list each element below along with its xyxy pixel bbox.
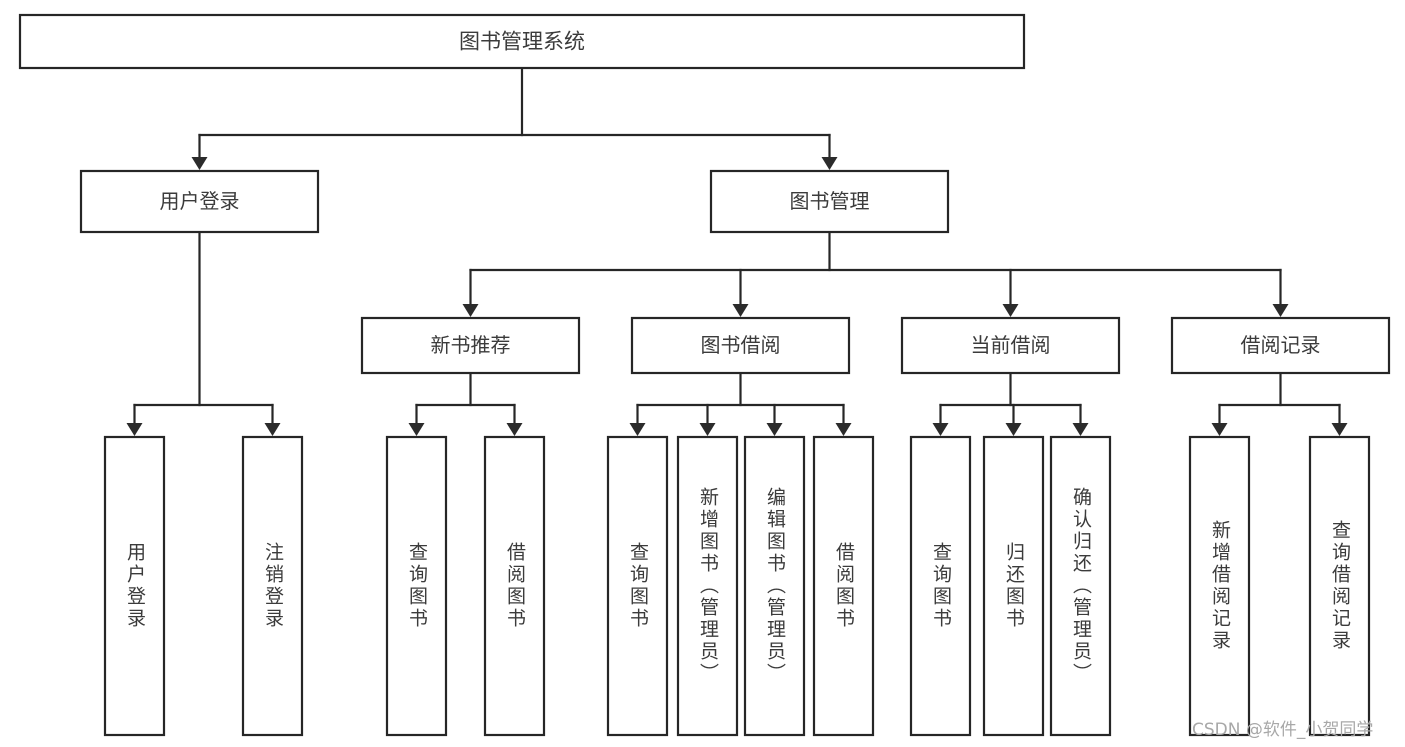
node-leaf-confirm-return-rect[interactable]	[1049, 435, 1112, 737]
node-book-manage-rect[interactable]	[709, 169, 950, 234]
csdn-watermark: CSDN @软件_小贺同学	[1192, 720, 1374, 740]
node-user-login-label: 用户登录	[160, 189, 240, 213]
node-leaf-return-book[interactable]	[982, 435, 1045, 737]
node-leaf-add-book-rect[interactable]	[676, 435, 739, 737]
node-boxes-layer	[18, 13, 1391, 737]
node-leaf-edit-book-rect[interactable]	[743, 435, 806, 737]
node-leaf-query-book-3[interactable]	[909, 435, 972, 737]
node-new-book-rec[interactable]	[360, 316, 581, 375]
node-root[interactable]	[18, 13, 1026, 70]
node-leaf-user-login[interactable]	[103, 435, 166, 737]
node-leaf-query-book-3-rect[interactable]	[909, 435, 972, 737]
node-leaf-query-book-2[interactable]	[606, 435, 669, 737]
node-borrow-record[interactable]	[1170, 316, 1391, 375]
node-leaf-query-book-1-rect[interactable]	[385, 435, 448, 737]
node-user-login-rect[interactable]	[79, 169, 320, 234]
connectors-layer	[126, 66, 1348, 436]
node-leaf-return-book-rect[interactable]	[982, 435, 1045, 737]
node-new-book-rec-label: 新书推荐	[431, 333, 511, 357]
node-new-book-rec-rect[interactable]	[360, 316, 581, 375]
node-book-borrow-rect[interactable]	[630, 316, 851, 375]
node-leaf-borrow-book-1[interactable]	[483, 435, 546, 737]
node-user-login[interactable]	[79, 169, 320, 234]
node-leaf-query-book-1[interactable]	[385, 435, 448, 737]
node-root-label: 图书管理系统	[459, 30, 585, 54]
node-leaf-logout[interactable]	[241, 435, 304, 737]
node-leaf-confirm-return[interactable]	[1049, 435, 1112, 737]
node-leaf-query-book-2-rect[interactable]	[606, 435, 669, 737]
node-leaf-borrow-book-2[interactable]	[812, 435, 875, 737]
node-borrow-record-rect[interactable]	[1170, 316, 1391, 375]
node-leaf-logout-rect[interactable]	[241, 435, 304, 737]
node-leaf-add-book[interactable]	[676, 435, 739, 737]
node-leaf-add-record[interactable]	[1188, 435, 1251, 737]
node-leaf-borrow-book-1-rect[interactable]	[483, 435, 546, 737]
node-book-borrow-label: 图书借阅	[701, 333, 781, 357]
node-current-borrow-label: 当前借阅	[971, 333, 1051, 357]
node-book-manage-label: 图书管理	[790, 189, 870, 213]
node-book-borrow[interactable]	[630, 316, 851, 375]
node-root-rect[interactable]	[18, 13, 1026, 70]
node-book-manage[interactable]	[709, 169, 950, 234]
node-leaf-query-record[interactable]	[1308, 435, 1371, 737]
node-leaf-borrow-book-2-rect[interactable]	[812, 435, 875, 737]
node-current-borrow-rect[interactable]	[900, 316, 1121, 375]
node-leaf-add-record-rect[interactable]	[1188, 435, 1251, 737]
node-borrow-record-label: 借阅记录	[1241, 333, 1321, 357]
node-leaf-query-record-rect[interactable]	[1308, 435, 1371, 737]
node-leaf-user-login-rect[interactable]	[103, 435, 166, 737]
node-leaf-edit-book[interactable]	[743, 435, 806, 737]
node-current-borrow[interactable]	[900, 316, 1121, 375]
